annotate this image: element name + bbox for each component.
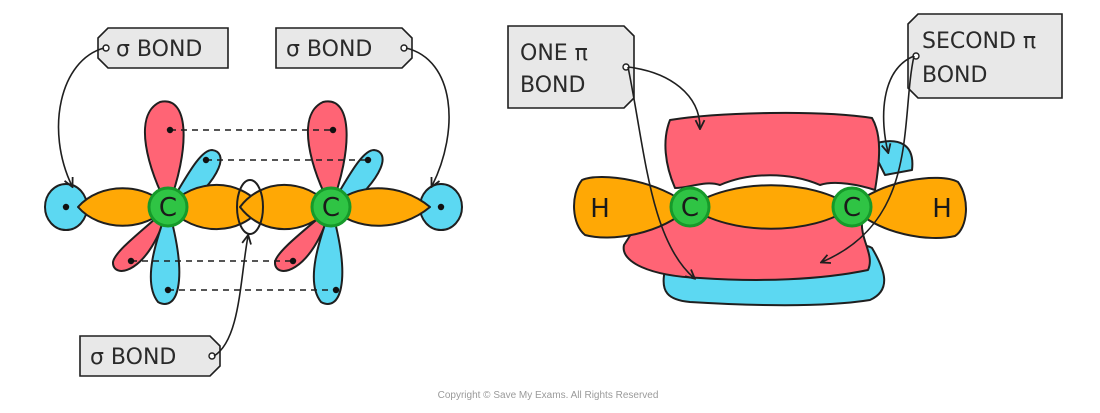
orbital-dots bbox=[62, 126, 445, 294]
carbon-label-right-1: C bbox=[681, 193, 699, 223]
carbon-atom-left-1 bbox=[147, 186, 189, 228]
right-ethyne-molecule bbox=[573, 111, 967, 307]
label-arrows-left bbox=[57, 47, 450, 357]
label-pi-second-line1: SECOND π bbox=[922, 29, 1036, 54]
carbon-label-left-1: C bbox=[159, 193, 177, 223]
pi-cloud-blue-back bbox=[869, 140, 914, 176]
tag-pi-one: ONE π BOND bbox=[507, 25, 635, 109]
p-orbital-lobe-red-top-2 bbox=[307, 100, 348, 208]
arrow-sigma-top-left bbox=[57, 47, 105, 186]
label-sigma-top-right: σ BOND bbox=[286, 37, 372, 62]
label-pi-one-line2: BOND bbox=[520, 73, 585, 98]
tag-pi-second: SECOND π BOND bbox=[907, 13, 1063, 99]
label-sigma-top-left: σ BOND bbox=[116, 37, 202, 62]
tag-sigma-top-right: σ BOND bbox=[275, 27, 413, 69]
copyright-notice: Copyright © Save My Exams. All Rights Re… bbox=[438, 390, 659, 401]
p-orbital-lobe-blue-bottom-1 bbox=[149, 206, 181, 305]
hydrogen-label-left: H bbox=[590, 194, 610, 224]
tag-sigma-top-left: σ BOND bbox=[97, 27, 229, 69]
p-orbital-lobe-red-bottom-2 bbox=[273, 206, 332, 272]
p-orbital-lobe-red-top-1 bbox=[144, 100, 185, 208]
arrow-pi-one-lower bbox=[627, 66, 694, 278]
label-pi-second-line2: BOND bbox=[922, 63, 987, 88]
carbon-atom-right-2 bbox=[831, 186, 873, 228]
pi-overlap-dashes bbox=[131, 129, 368, 291]
carbon-atom-right-1 bbox=[669, 186, 711, 228]
hydrogen-label-right: H bbox=[932, 194, 952, 224]
p-orbital-lobe-red-bottom-1 bbox=[111, 206, 169, 272]
carbon-label-left-2: C bbox=[322, 193, 340, 223]
pi-cloud-red-upper bbox=[664, 111, 881, 191]
label-sigma-bottom: σ BOND bbox=[90, 345, 176, 370]
carbon-atom-left-2 bbox=[310, 186, 352, 228]
label-arrows-right bbox=[627, 55, 915, 278]
left-sigma-framework bbox=[44, 100, 463, 305]
sp-lobe-c1-left bbox=[77, 187, 169, 227]
arrow-sigma-bottom bbox=[213, 236, 248, 357]
arrow-sigma-top-right bbox=[405, 47, 450, 186]
carbon-label-right-2: C bbox=[843, 193, 861, 223]
label-pi-one-line1: ONE π bbox=[520, 41, 588, 66]
arrow-pi-second-lower bbox=[822, 55, 915, 262]
hydrogen-sp-lobe-right bbox=[851, 176, 967, 239]
arrow-pi-one-upper bbox=[627, 66, 700, 128]
sp-lobe-c2-right bbox=[330, 187, 431, 227]
p-orbital-lobe-blue-bottom-2 bbox=[312, 206, 344, 305]
arrow-pi-second-upper bbox=[884, 55, 915, 152]
tag-sigma-bottom: σ BOND bbox=[79, 335, 221, 377]
